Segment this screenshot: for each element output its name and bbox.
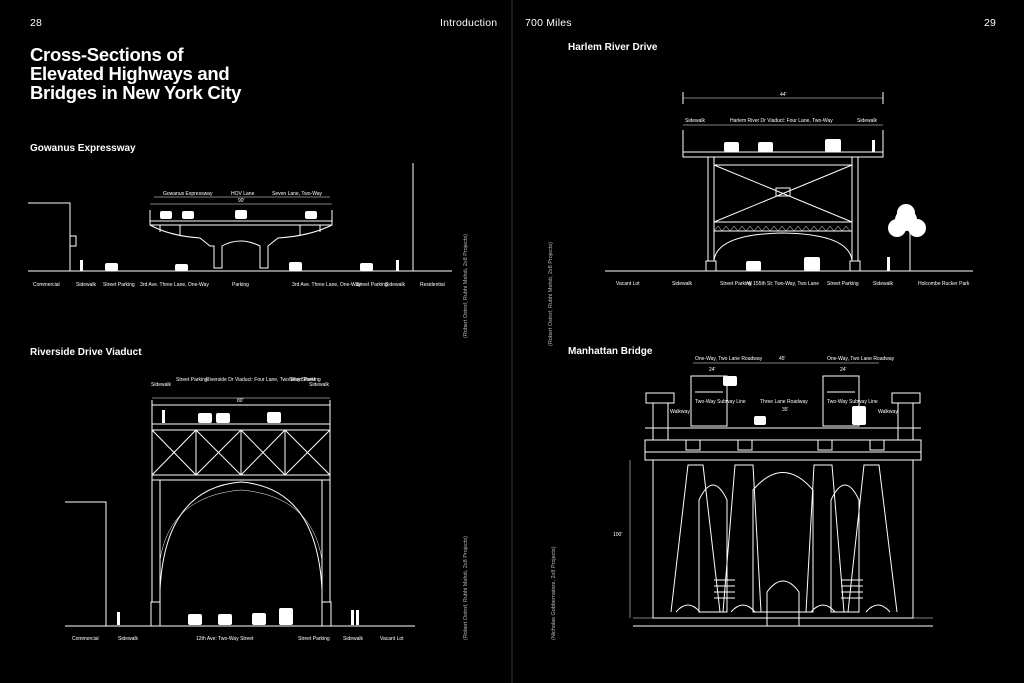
- right-page: 700 Miles 29 Harlem River Drive Manhatta…: [513, 0, 1024, 683]
- mb-top-left-dim: 24': [709, 367, 716, 373]
- harlem-bottom-6: Sidewalk: [873, 281, 894, 287]
- gowanus-bottom-1: Commercial: [33, 282, 60, 288]
- manhattan-drawing: One-Way, Two Lane Roadway 24' 45' One-Wa…: [613, 356, 933, 627]
- gowanus-bottom-2: Sidewalk: [76, 282, 97, 288]
- gowanus-bottom-7: Street Parking: [356, 282, 388, 288]
- riverside-top-5: Sidewalk: [309, 382, 330, 388]
- gowanus-bottom-9: Residential: [420, 282, 445, 288]
- page-title: Cross-Sections of Elevated Highways and …: [30, 44, 242, 103]
- harlem-top-1: Sidewalk: [685, 118, 706, 124]
- gowanus-top-1: Gowanus Expressway: [163, 191, 213, 197]
- gowanus-bottom-5: Parking: [232, 282, 249, 288]
- mb-top-left: One-Way, Two Lane Roadway: [695, 356, 763, 362]
- harlem-width: 44': [780, 92, 787, 98]
- gowanus-bottom-3: Street Parking: [103, 282, 135, 288]
- gowanus-top-2: HOV Lane: [231, 191, 255, 197]
- harlem-bottom-7: Holcombe Rucker Park: [918, 281, 970, 287]
- harlem-bottom-1: Vacant Lot: [616, 281, 640, 287]
- harlem-drawing: 44' Sidewalk Harlem River Dr Viaduct: Fo…: [605, 92, 973, 287]
- riverside-top-3: Riverside Dr Viaduct: Four Lane, Two-Way…: [206, 377, 316, 383]
- harlem-bottom-4: W 155th St: Two-Way, Two Lane: [747, 281, 819, 287]
- riverside-heading: Riverside Drive Viaduct: [30, 347, 142, 358]
- riverside-bottom-3: 12th Ave: Two-Way Street: [196, 636, 254, 642]
- mb-subway-right: Two-Way Subway Line: [827, 399, 878, 405]
- riverside-bottom-5: Sidewalk: [343, 636, 364, 642]
- mb-walkway-left: Walkway: [670, 409, 690, 415]
- gowanus-bottom-4: 3rd Ave. Three Lane, One-Way: [140, 282, 209, 288]
- gowanus-width: 90': [238, 198, 245, 204]
- harlem-top-2: Harlem River Dr Viaduct: Four Lane, Two-…: [730, 118, 833, 124]
- riverside-top-4: Street Parking: [289, 377, 321, 383]
- riverside-top-2: Street Parking: [176, 377, 208, 383]
- mb-subway-left: Two-Way Subway Line: [695, 399, 746, 405]
- mb-roadway-center-dim: 35': [782, 407, 789, 413]
- harlem-heading: Harlem River Drive: [568, 42, 658, 53]
- page-number-left: 28: [30, 17, 43, 29]
- harlem-top-3: Sidewalk: [857, 118, 878, 124]
- mb-top-center-dim: 45': [779, 356, 786, 362]
- harlem-bottom-5: Street Parking: [827, 281, 859, 287]
- riverside-bottom-6: Vacant Lot: [380, 636, 404, 642]
- riverside-bottom-4: Street Parking: [298, 636, 330, 642]
- riverside-bottom-2: Sidewalk: [118, 636, 139, 642]
- running-head-left: Introduction: [440, 17, 498, 29]
- book-gutter: [511, 0, 513, 683]
- mb-top-right: One-Way, Two Lane Roadway: [827, 356, 895, 362]
- manhattan-heading: Manhattan Bridge: [568, 346, 653, 357]
- gowanus-bottom-8: Sidewalk: [385, 282, 406, 288]
- left-page: 28 Introduction Cross-Sections of Elevat…: [0, 0, 511, 683]
- harlem-bottom-2: Sidewalk: [672, 281, 693, 287]
- page-number-right: 29: [984, 17, 997, 29]
- gowanus-bottom-6: 3rd Ave. Three Lane, One-Way: [292, 282, 361, 288]
- running-head-right: 700 Miles: [525, 17, 572, 29]
- mb-roadway-center: Three Lane Roadway: [760, 399, 808, 405]
- mb-walkway-right: Walkway: [878, 409, 898, 415]
- riverside-width: 80': [237, 398, 244, 404]
- riverside-drawing: Sidewalk Street Parking Riverside Dr Via…: [65, 377, 415, 642]
- riverside-top-1: Sidewalk: [151, 382, 172, 388]
- mb-top-right-dim: 24': [840, 367, 847, 373]
- gowanus-drawing: Gowanus Expressway HOV Lane Seven Lane, …: [28, 163, 452, 288]
- gowanus-top-3: Seven Lane, Two-Way: [272, 191, 323, 197]
- gowanus-heading: Gowanus Expressway: [30, 143, 136, 154]
- harlem-bottom-3: Street Parking: [720, 281, 752, 287]
- riverside-bottom-1: Commercial: [72, 636, 99, 642]
- mb-height: 100': [613, 532, 622, 538]
